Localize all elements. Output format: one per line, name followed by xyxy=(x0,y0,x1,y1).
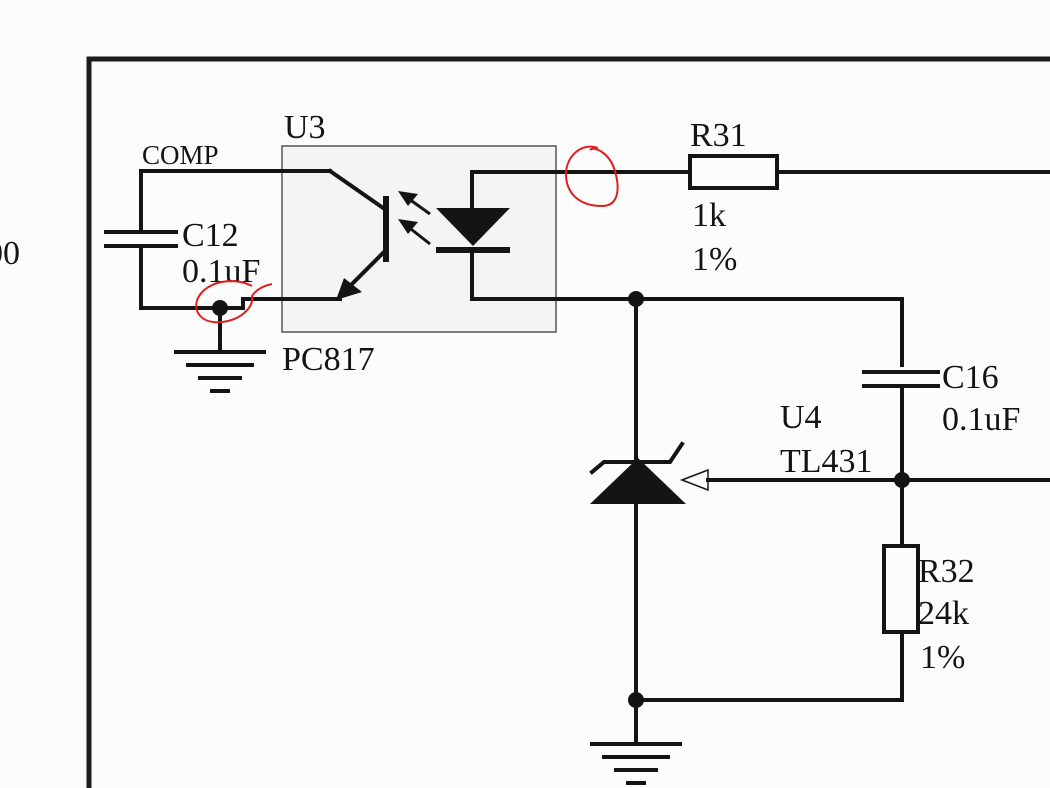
frame-left-label: 00 xyxy=(0,235,20,272)
cathode-net-wire xyxy=(470,297,904,367)
phototransistor-symbol xyxy=(327,168,431,300)
r31-ref: R31 xyxy=(690,117,747,154)
ground-symbol-2 xyxy=(590,698,682,785)
c12-ref: C12 xyxy=(182,217,239,254)
comp-net-label: COMP xyxy=(142,140,219,170)
r31-value: 1k xyxy=(692,197,726,234)
comp-wire xyxy=(139,169,332,234)
r32-value: 24k xyxy=(918,595,969,632)
u4-ref: U4 xyxy=(780,399,822,436)
u3-part: PC817 xyxy=(282,341,375,378)
r31-resistor xyxy=(688,154,779,190)
c12-bottom-wire xyxy=(139,244,342,310)
r31-tolerance: 1% xyxy=(692,241,737,278)
reference-junction xyxy=(894,472,910,488)
u3-ref: U3 xyxy=(284,109,326,146)
r32-tolerance: 1% xyxy=(920,639,965,676)
c12-capacitor xyxy=(104,230,178,248)
led-symbol xyxy=(436,170,510,301)
tl431-symbol xyxy=(589,441,709,702)
sheet-frame xyxy=(86,56,1050,788)
annotation-circle-2 xyxy=(564,145,619,208)
c16-ref: C16 xyxy=(942,359,999,396)
ground-symbol-1 xyxy=(174,306,266,393)
u4-part: TL431 xyxy=(780,443,873,480)
bottom-ground-wire xyxy=(634,630,904,702)
c16-value: 0.1uF xyxy=(942,401,1020,438)
r32-resistor xyxy=(882,544,920,634)
annotation-circle-1 xyxy=(195,280,273,324)
c16-capacitor xyxy=(862,370,940,388)
r32-ref: R32 xyxy=(918,553,975,590)
